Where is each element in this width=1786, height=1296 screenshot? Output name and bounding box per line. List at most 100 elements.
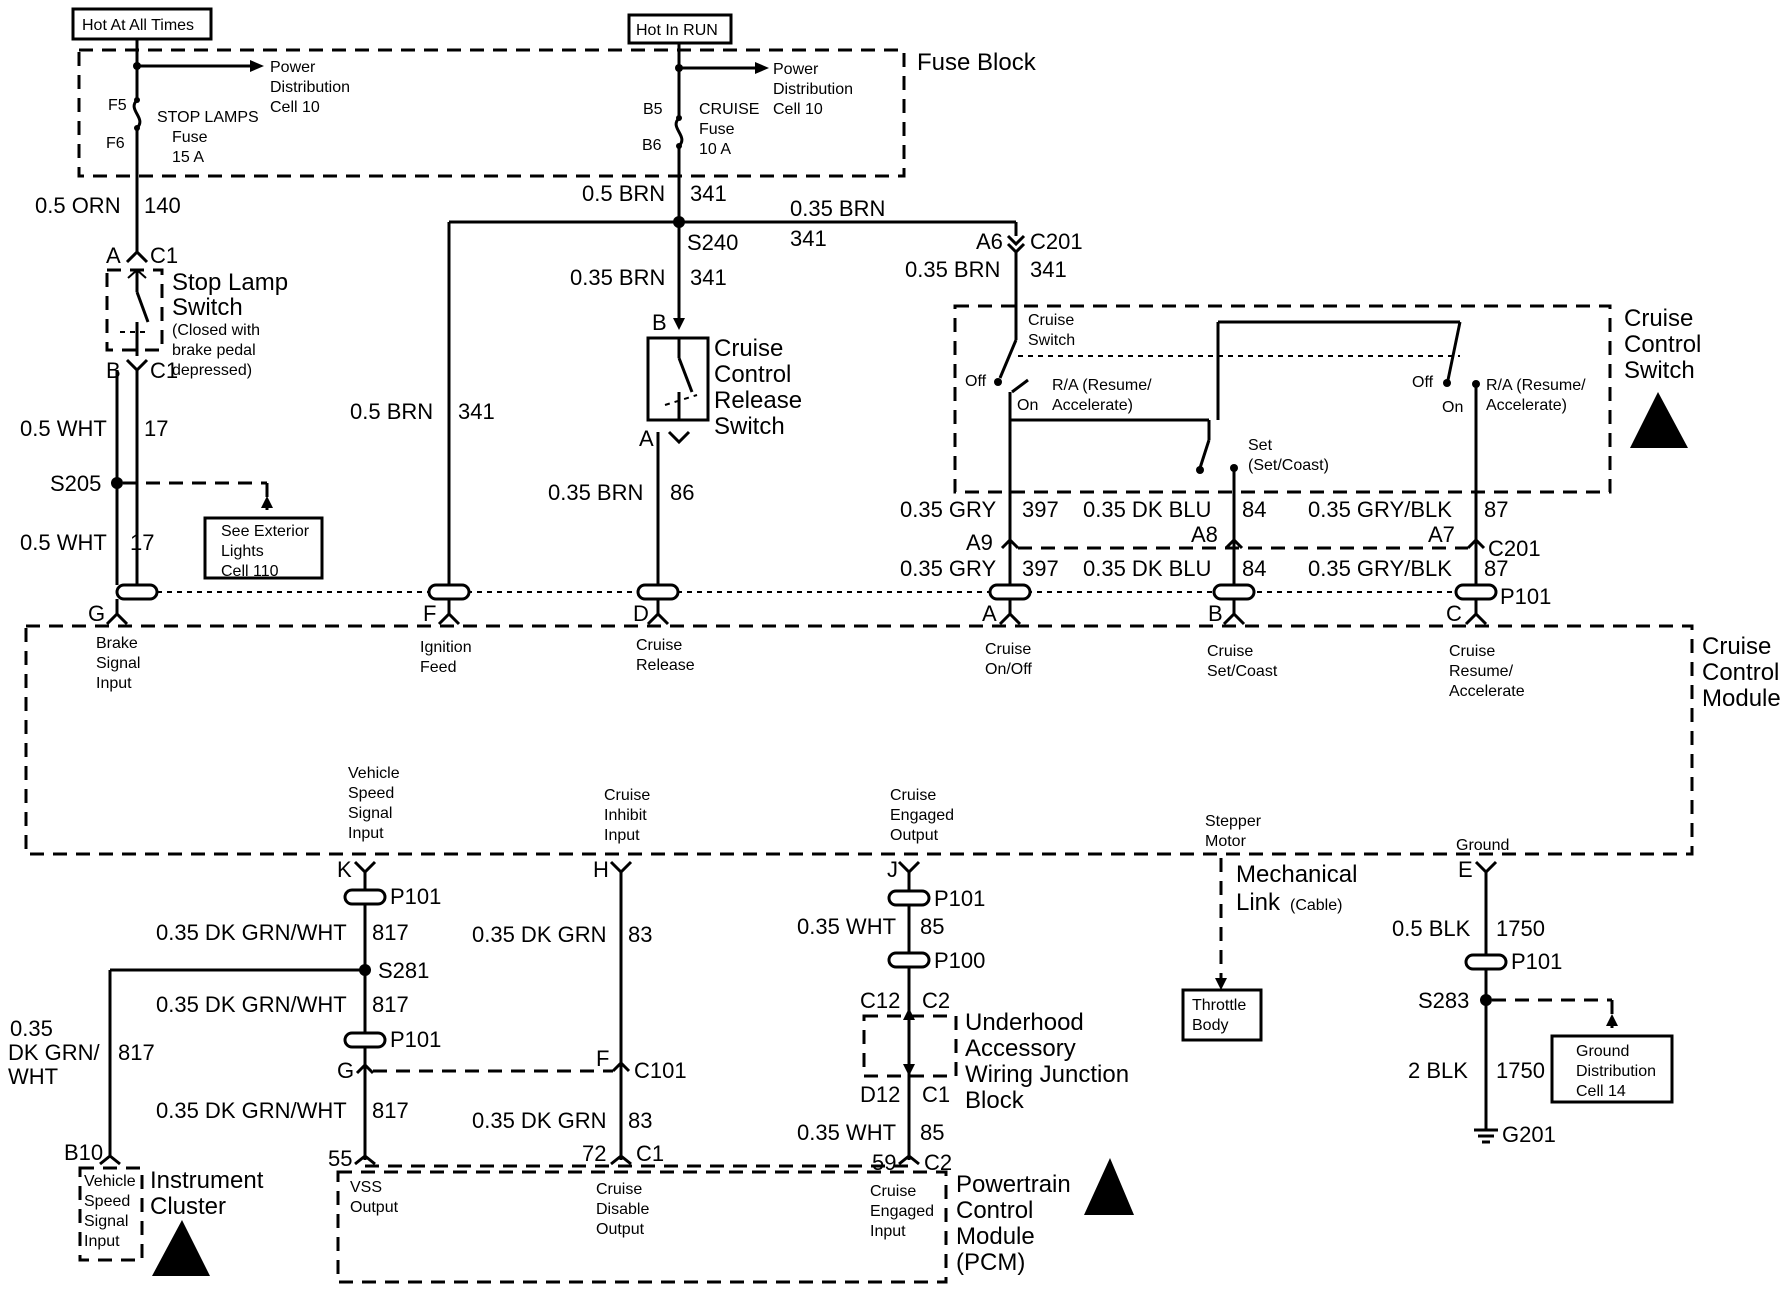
label-components-ccm-pins-c1: Cruise [1449, 643, 1495, 660]
vss-circuit: P101 0.35 DK GRN/WHT 817 S281 0.35 DK GR… [8, 872, 613, 1171]
label-wires-w17a-num: 17 [144, 416, 168, 441]
cruise-control-switch: Cruise Control Switch Cruise Switch Off … [953, 304, 1701, 585]
ground-distribution-ref: Ground Distribution Cell 14 [1550, 1034, 1674, 1104]
label-components-ccm-pins-j2: Engaged [890, 807, 954, 824]
label-connectors-pin-g: G [88, 601, 105, 626]
label-wires-w341b-color: 0.35 BRN [790, 196, 885, 221]
label-fuse-block-cruise-name: CRUISE [699, 101, 759, 118]
label-components-uhajb-l4: Block [965, 1087, 1025, 1114]
label-components-stop-lamp-l4: brake pedal [172, 342, 256, 359]
label-components-ic-p1: Vehicle [84, 1173, 136, 1190]
label-connectors-p100: P100 [934, 948, 985, 973]
label-connectors-crs-b: B [652, 310, 667, 335]
label-components-uhajb-l2: Accessory [965, 1035, 1076, 1062]
label-wires-w341c-color: 0.35 BRN [570, 265, 665, 290]
label-wires-w817c-color: 0.35 DK GRN/WHT [156, 1098, 347, 1123]
label-connectors-p55: 55 [328, 1146, 352, 1171]
label-wires-w86-color: 0.35 BRN [548, 480, 643, 505]
label-wires-w341e-num: 341 [458, 399, 495, 424]
label-wires-w817b-color: 0.35 DK GRN/WHT [156, 992, 347, 1017]
label-components-ccm-pins-a2: On/Off [985, 661, 1032, 678]
label-connectors-c201: C201 [1030, 229, 1083, 254]
label-components-ccm-pins-a1: Cruise [985, 641, 1031, 658]
esd-warning-icon [1630, 392, 1688, 448]
inline-connector [887, 889, 931, 907]
label-wires-w17a-color: 0.5 WHT [20, 416, 107, 441]
label-components-throttle-l1: Throttle [1192, 997, 1246, 1014]
label-connectors-c2: C2 [922, 988, 950, 1013]
esd-warning-icon [152, 1220, 210, 1276]
label-wires-w84a-color: 0.35 DK BLU [1083, 497, 1211, 522]
label-wires-w83a-color: 0.35 DK GRN [472, 922, 607, 947]
label-wires-w17b-color: 0.5 WHT [20, 530, 107, 555]
label-components-ground-dist-l2: Distribution [1576, 1063, 1656, 1080]
label-components-ccr-l4: Switch [714, 413, 785, 440]
label-connectors-s240: S240 [687, 230, 738, 255]
label-wires-w817d-l3: WHT [8, 1064, 58, 1089]
label-components-ccm-l3: Module [1702, 685, 1781, 712]
label-connectors-a6: A6 [976, 229, 1003, 254]
label-components-mech-l2: Link [1236, 889, 1281, 916]
hot-at-all-times-label: Hot At All Times [71, 7, 213, 41]
label-components-ccm-pins-e1: Ground [1456, 837, 1509, 854]
label-wires-w817b-num: 817 [372, 992, 409, 1017]
label-components-ccs-ra2: Accelerate) [1052, 397, 1133, 414]
label-wires-w817c-num: 817 [372, 1098, 409, 1123]
label-wires-w397a-color: 0.35 GRY [900, 497, 997, 522]
label-components-ic-p3: Signal [84, 1213, 128, 1230]
label-connectors-c101: C101 [634, 1058, 687, 1083]
label-components-ccm-pins-g2: Signal [96, 655, 140, 672]
inline-connector [1454, 583, 1498, 601]
inline-connector [115, 583, 159, 601]
label-wires-w85a-num: 85 [920, 914, 944, 939]
fuse-block-title: Fuse Block [917, 49, 1037, 76]
label-components-pcm-ce2: Engaged [870, 1203, 934, 1220]
label-components-pcm-l2: Control [956, 1197, 1033, 1224]
label-connectors-c201b: C201 [1488, 536, 1541, 561]
label-fuse-block-stop-f6: F6 [106, 135, 125, 152]
label-components-pcm-cd1: Cruise [596, 1181, 642, 1198]
label-components-ccm-pins-k2: Speed [348, 785, 394, 802]
ccm-bottom-pins: K H J E [337, 857, 1498, 882]
label-components-ccs-cs1: Cruise [1028, 312, 1074, 329]
label-components-ccm-pins-f2: Feed [420, 659, 456, 676]
label-wires-w397a-num: 397 [1022, 497, 1059, 522]
label-components-stop-lamp-l3: (Closed with [172, 322, 260, 339]
label-connectors-f-pin: F [596, 1046, 609, 1071]
label-components-ccm-pins-k1: Vehicle [348, 765, 400, 782]
label-components-stop-lamp-l5: depressed) [172, 362, 252, 379]
label-components-ccm-pins-sm2: Motor [1205, 833, 1247, 850]
mechanical-link: Mechanical Link (Cable) Throttle Body [1181, 858, 1357, 1042]
inline-connector [1212, 583, 1256, 601]
fuse-block: Fuse Block F5 F6 STOP LAMPS Fuse 15 A Po… [77, 39, 1037, 222]
splice-s283 [1480, 994, 1492, 1006]
label-components-ccr-l3: Release [714, 387, 802, 414]
cruise-inhibit-circuit: 0.35 DK GRN 83 F C101 0.35 DK GRN 83 72 … [472, 872, 687, 1166]
label-components-ccs-set2: (Set/Coast) [1248, 457, 1329, 474]
label-wires-w817a-num: 817 [372, 920, 409, 945]
label-connectors-g201: G201 [1502, 1122, 1556, 1147]
label-power-hot-all-times: Hot At All Times [82, 17, 194, 34]
inline-connector [887, 951, 931, 969]
label-connectors-pin-k: K [337, 857, 352, 882]
label-components-ic-l1: Instrument [150, 1167, 264, 1194]
label-wires-w341d-color: 0.35 BRN [905, 257, 1000, 282]
instrument-cluster: Vehicle Speed Signal Input Instrument Cl… [78, 1166, 264, 1276]
label-components-pcm-vss1: VSS [350, 1179, 382, 1196]
label-components-ccm-l1: Cruise [1702, 633, 1771, 660]
label-wires-w85b-color: 0.35 WHT [797, 1120, 896, 1145]
label-components-ccs-set1: Set [1248, 437, 1273, 454]
label-connectors-a7: A7 [1428, 522, 1455, 547]
label-wires-w83b-color: 0.35 DK GRN [472, 1108, 607, 1133]
label-fuse-block-cruise-pd1: Power [773, 61, 819, 78]
label-connectors-pin-f: F [423, 601, 436, 626]
label-components-ccm-pins-c3: Accelerate [1449, 683, 1525, 700]
label-components-pcm-vss2: Output [350, 1199, 399, 1216]
label-connectors-c1-a: A [106, 243, 121, 268]
cruise-control-module: Cruise Control Module Brake Signal Input… [24, 624, 1781, 856]
label-wires-w83a-num: 83 [628, 922, 652, 947]
label-wires-w341d-num: 341 [1030, 257, 1067, 282]
label-connectors-c1: C1 [150, 243, 178, 268]
ground-circuit: 0.5 BLK 1750 P101 S283 Ground Distributi… [1392, 872, 1674, 1147]
